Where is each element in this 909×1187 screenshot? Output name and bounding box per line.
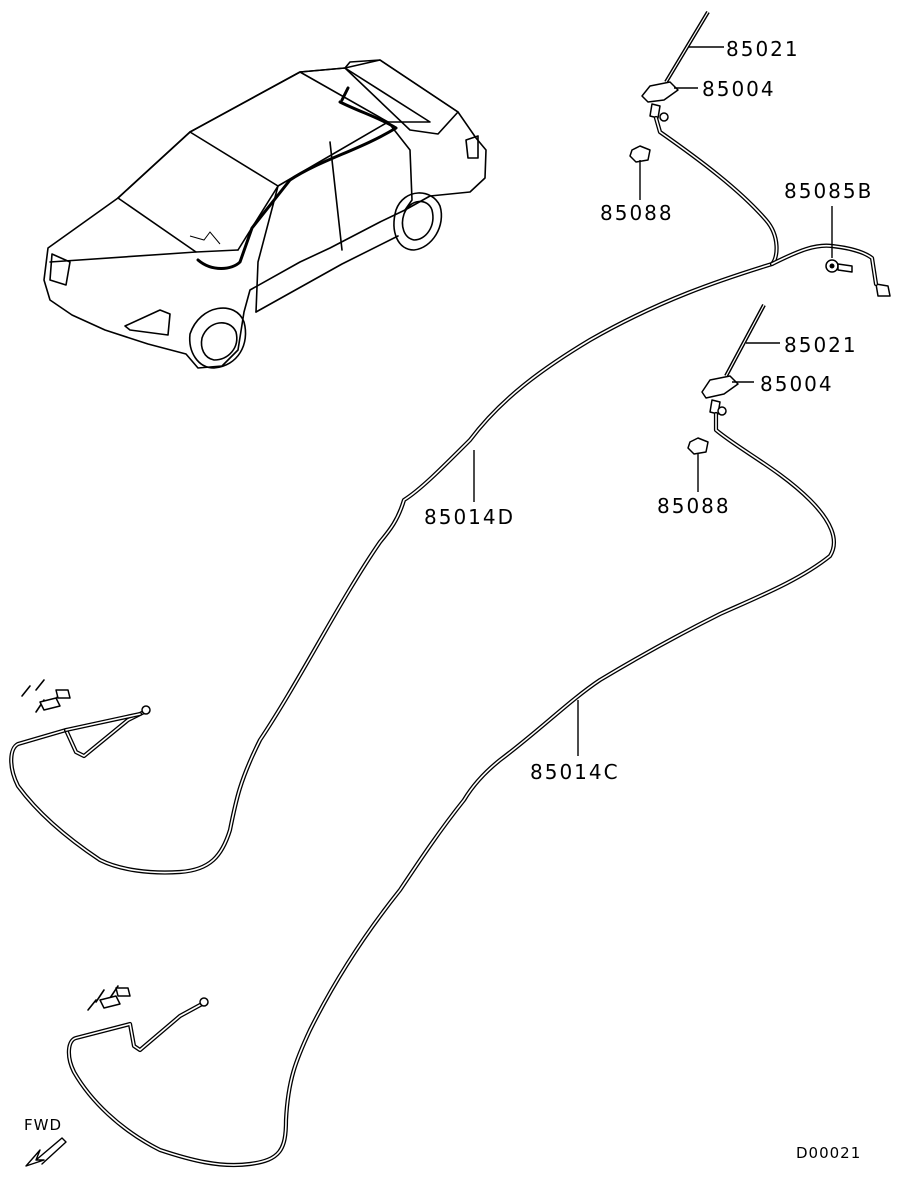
label-bolt: 85085B: [784, 179, 873, 203]
label-cable-d: 85014D: [424, 505, 515, 529]
cable-85014D: [9, 115, 879, 875]
label-base-lower: 85004: [760, 372, 834, 396]
upper-antenna-assembly: [629, 10, 891, 297]
grommet-lower: [687, 437, 709, 455]
fwd-arrow-icon: [25, 1137, 67, 1167]
label-base-upper: 85004: [702, 77, 776, 101]
antenna-base-upper: [641, 81, 679, 103]
grommet-upper: [629, 145, 651, 163]
bolt-85085B: [825, 259, 853, 273]
diagram-id: D00021: [796, 1144, 861, 1162]
lower-antenna-assembly: [687, 304, 766, 455]
cable-85014C: [66, 411, 836, 1168]
fwd-label: FWD: [24, 1116, 62, 1134]
antenna-base-lower: [701, 375, 739, 399]
label-antenna-lower: 85021: [784, 333, 858, 357]
label-grommet-lower: 85088: [657, 494, 731, 518]
car-illustration: [43, 59, 487, 369]
leader-lines: [473, 46, 833, 756]
label-grommet-upper: 85088: [600, 201, 674, 225]
label-antenna-upper: 85021: [726, 37, 800, 61]
forward-indicator: FWD: [24, 1116, 67, 1167]
label-cable-c: 85014C: [530, 760, 620, 784]
